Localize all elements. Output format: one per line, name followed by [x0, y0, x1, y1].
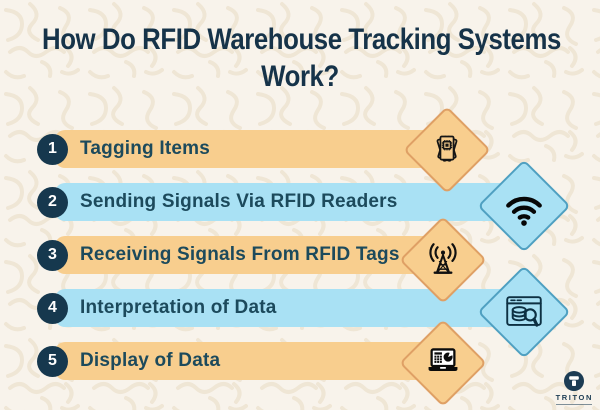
- step-bar-5: 5 Display of Data: [37, 342, 460, 380]
- step-number-badge: 3: [37, 239, 68, 271]
- page-title: How Do RFID Warehouse Tracking Systems W…: [0, 21, 600, 95]
- step-number-badge: 5: [37, 345, 68, 377]
- step-bar-3: 3 Receiving Signals From RFID Tags: [37, 236, 460, 274]
- step-label: Receiving Signals From RFID Tags: [80, 244, 400, 265]
- step-number-badge: 2: [37, 186, 68, 218]
- step-icon-diamond-2: [477, 159, 571, 253]
- step-icon-diamond-3: [399, 216, 487, 304]
- step-number-badge: 4: [37, 292, 68, 324]
- step-icon-diamond-5: [399, 319, 487, 407]
- title-line-2: Work?: [261, 60, 339, 93]
- step-bar-1: 1 Tagging Items: [37, 130, 460, 168]
- triton-logo-text: TRITON: [555, 393, 593, 402]
- step-label: Interpretation of Data: [80, 297, 277, 318]
- step-bar-4: 4 Interpretation of Data: [37, 289, 537, 327]
- wifi-icon: [493, 175, 555, 237]
- antenna-icon: [414, 231, 472, 289]
- step-label: Sending Signals Via RFID Readers: [80, 191, 398, 212]
- step-icon-diamond-1: [403, 106, 491, 194]
- step-label: Display of Data: [80, 350, 221, 371]
- triton-logo-icon: [564, 371, 585, 391]
- data-search-window-icon: [493, 281, 555, 343]
- step-bar-2: 2 Sending Signals Via RFID Readers: [37, 183, 537, 221]
- step-icon-diamond-4: [477, 265, 571, 359]
- triton-logo-divider: [556, 404, 593, 405]
- title-line-1: How Do RFID Warehouse Tracking Systems: [42, 23, 561, 56]
- triton-logo: TRITON: [556, 370, 593, 405]
- laptop-dashboard-icon: [414, 334, 472, 392]
- step-number-badge: 1: [37, 133, 68, 165]
- step-label: Tagging Items: [80, 138, 210, 159]
- rfid-tag-cards-icon: [418, 121, 476, 179]
